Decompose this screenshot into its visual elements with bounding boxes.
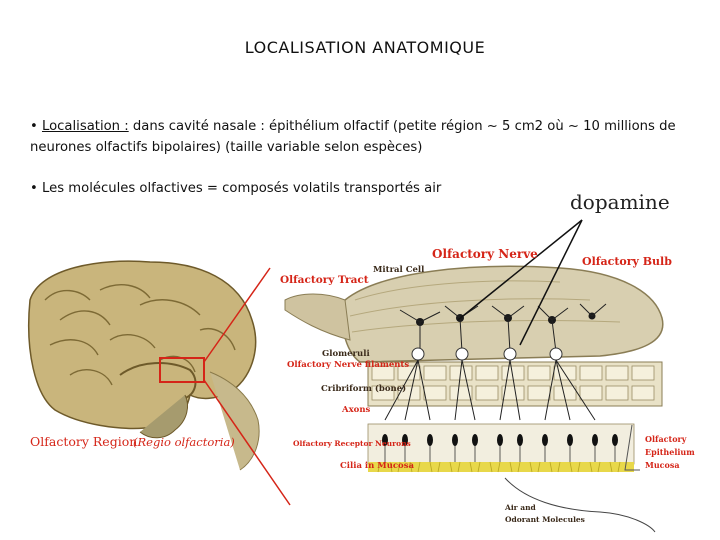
label-air-1: Air and [504, 503, 537, 512]
brainstem [139, 394, 188, 439]
region-label-latin: (Regio olfactoria) [133, 435, 235, 449]
dopamine-annotation: dopamine [570, 190, 670, 214]
label-olfactory-bulb: Olfactory Bulb [582, 255, 672, 268]
cilia-mucosa [368, 462, 634, 472]
label-mitral-cell: Mitral Cell [373, 265, 425, 275]
mitral-dendrites [399, 303, 607, 353]
label-axons: Axons [341, 405, 371, 415]
bullet-text: dans cavité nasale : épithélium olfactif… [30, 119, 676, 155]
nasal-cavity [209, 371, 260, 471]
olfactory-tract-shape [284, 293, 351, 341]
label-epithelium-2: Epithelium [645, 447, 695, 457]
label-air-2: Odorant Molecules [505, 515, 585, 524]
cilia-strands [377, 461, 621, 473]
region-label-main: Olfactory Region [30, 434, 137, 449]
axons [384, 359, 596, 421]
bullet-label: Localisation : [41, 119, 129, 134]
label-olfactory-nerve: Olfactory Nerve [432, 247, 538, 261]
label-glomeruli: Glomeruli [322, 349, 370, 359]
bullet-marker: • [30, 119, 38, 134]
bulb-layers [349, 280, 621, 333]
bullet-localisation: • Localisation : dans cavité nasale : ép… [30, 116, 720, 158]
bullet-molecules: • Les molécules olfactives = composés vo… [30, 181, 441, 196]
epithelium-bracket [624, 424, 640, 471]
olfactory-region-box [159, 357, 205, 383]
olfactory-bulb-diagram [284, 265, 664, 533]
label-epithelium-1: Olfactory [645, 434, 687, 444]
cribriform-cells [371, 365, 655, 401]
label-nerve-filaments: Olfactory Nerve filaments [287, 360, 409, 370]
dopamine-pointers [457, 219, 583, 346]
bullet-marker: • [30, 181, 38, 196]
corpus-callosum [119, 362, 197, 399]
figure-labels: Olfactory Nerve Olfactory Bulb Mitral Ce… [280, 247, 695, 524]
receptor-dendrites [384, 446, 616, 462]
label-olfactory-tract: Olfactory Tract [280, 274, 369, 286]
receptor-neurons [382, 434, 618, 446]
zoom-line-bottom [203, 379, 291, 506]
brain-section-illustration: Olfactory Region (Regio olfactoria) [27, 260, 291, 506]
label-cribriform: Cribriform (bone) [321, 383, 406, 394]
air-flow-line [504, 477, 656, 533]
slide-title: LOCALISATION ANATOMIQUE [244, 38, 486, 57]
label-cilia: Cilia in Mucosa [340, 461, 415, 471]
label-receptor-neurons: Olfactory Receptor Neurons [293, 439, 411, 448]
bullet-text: Les molécules olfactives = composés vola… [41, 181, 442, 196]
label-epithelium-3: Mucosa [645, 460, 680, 470]
zoom-line-top [203, 267, 271, 363]
glomeruli [411, 347, 563, 361]
